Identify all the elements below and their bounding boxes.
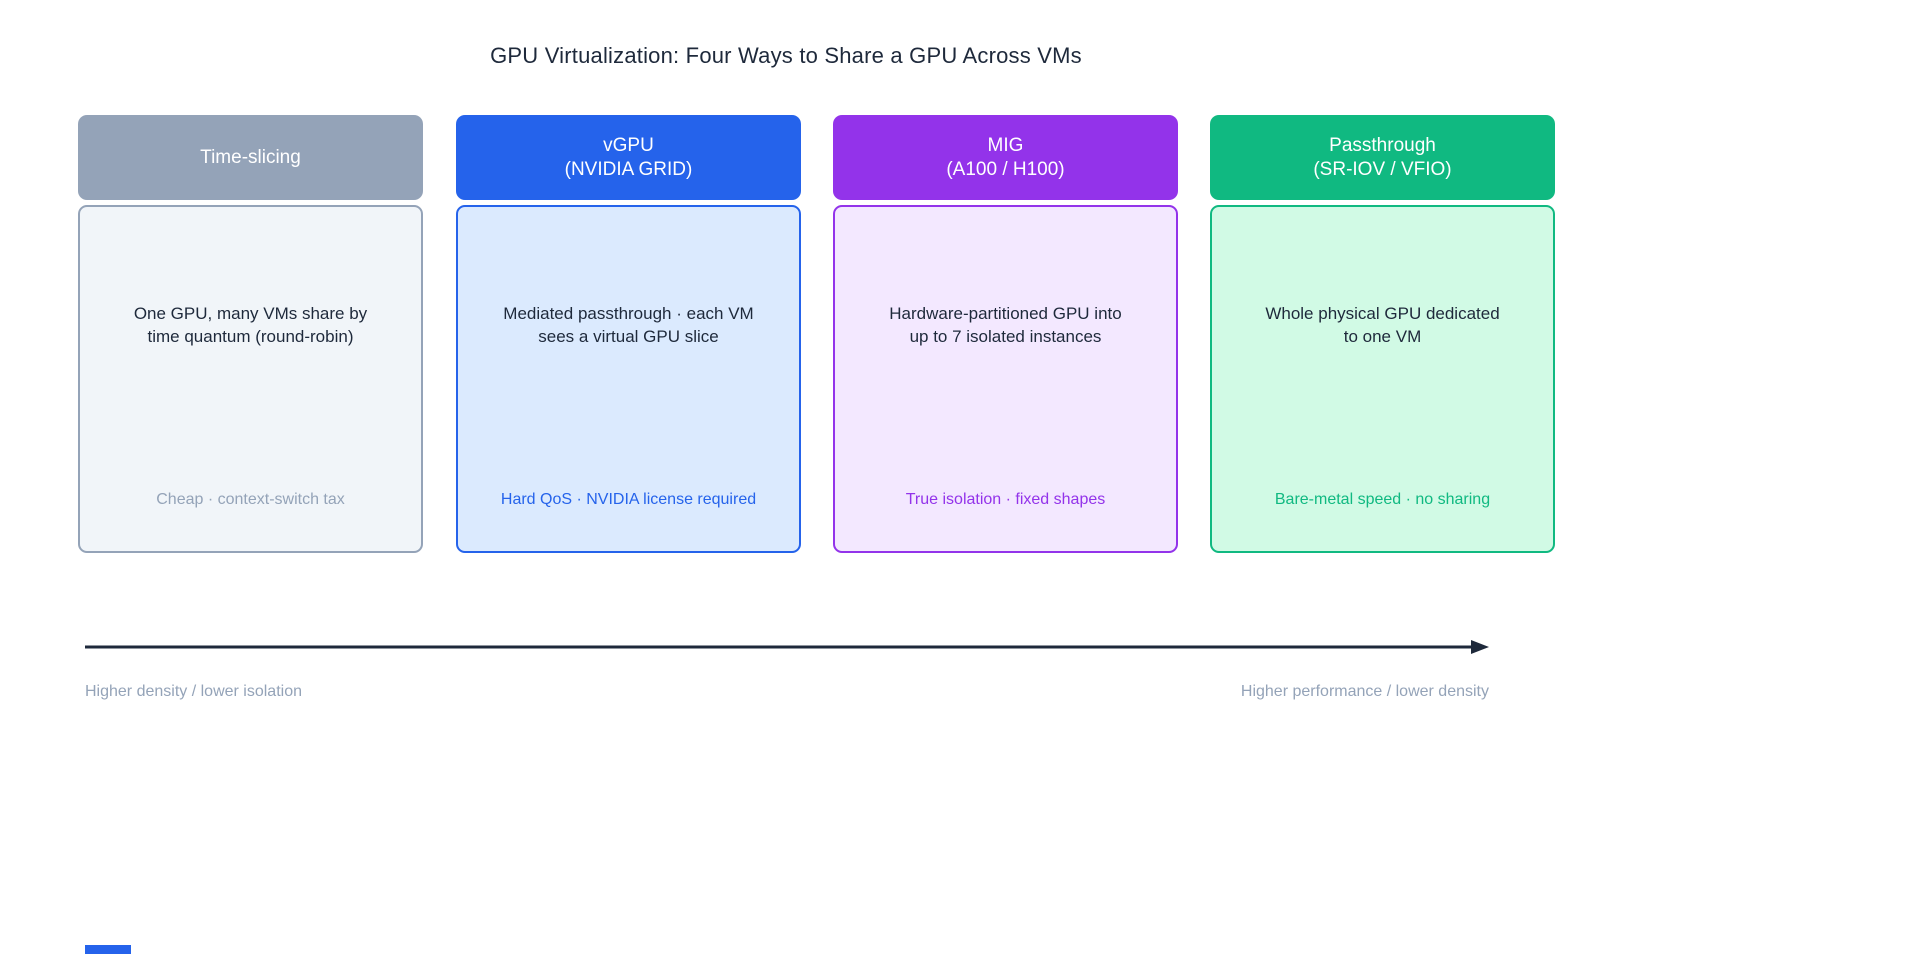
method-column-passthrough: Passthrough (SR-IOV / VFIO) Whole physic… — [1210, 115, 1555, 555]
method-card-vgpu: Mediated passthrough · each VM sees a vi… — [456, 205, 801, 553]
method-card-time-slicing: One GPU, many VMs share by time quantum … — [78, 205, 423, 553]
method-title: Passthrough (SR-IOV / VFIO) — [1313, 134, 1452, 180]
method-card-mig: Hardware-partitioned GPU into up to 7 is… — [833, 205, 1178, 553]
method-tagline: Cheap · context-switch tax — [156, 490, 345, 508]
axis-labels-row: Higher density / lower isolation Higher … — [85, 683, 1489, 701]
axis-label-right: Higher performance / lower density — [1240, 683, 1489, 700]
method-description: Hardware-partitioned GPU into up to 7 is… — [889, 304, 1122, 346]
method-title: MIG (A100 / H100) — [946, 134, 1065, 180]
axis-arrow-icon — [85, 640, 1489, 654]
method-tagline: Bare-metal speed · no sharing — [1274, 490, 1491, 508]
method-tagline: Hard QoS · NVIDIA license required — [500, 490, 757, 508]
method-title: Time-slicing — [200, 146, 301, 168]
axis-arrowhead-icon — [1471, 640, 1489, 654]
method-column-vgpu: vGPU (NVIDIA GRID) Mediated passthrough … — [456, 115, 801, 555]
method-header-passthrough: Passthrough (SR-IOV / VFIO) — [1210, 115, 1555, 200]
method-title: vGPU (NVIDIA GRID) — [564, 134, 693, 180]
page-title: GPU Virtualization: Four Ways to Share a… — [490, 42, 1082, 68]
method-column-mig: MIG (A100 / H100) Hardware-partitioned G… — [833, 115, 1178, 555]
method-description: Mediated passthrough · each VM sees a vi… — [503, 304, 754, 346]
method-header-time-slicing: Time-slicing — [78, 115, 423, 200]
method-header-vgpu: vGPU (NVIDIA GRID) — [456, 115, 801, 200]
bottom-accent-bar — [85, 945, 131, 954]
method-description: Whole physical GPU dedicated to one VM — [1265, 304, 1500, 346]
method-column-time-slicing: Time-slicing One GPU, many VMs share by … — [78, 115, 423, 555]
method-card-passthrough: Whole physical GPU dedicated to one VM B… — [1210, 205, 1555, 553]
axis-label-left: Higher density / lower isolation — [85, 683, 302, 700]
method-header-mig: MIG (A100 / H100) — [833, 115, 1178, 200]
method-tagline: True isolation · fixed shapes — [905, 490, 1106, 508]
method-description: One GPU, many VMs share by time quantum … — [133, 304, 368, 346]
